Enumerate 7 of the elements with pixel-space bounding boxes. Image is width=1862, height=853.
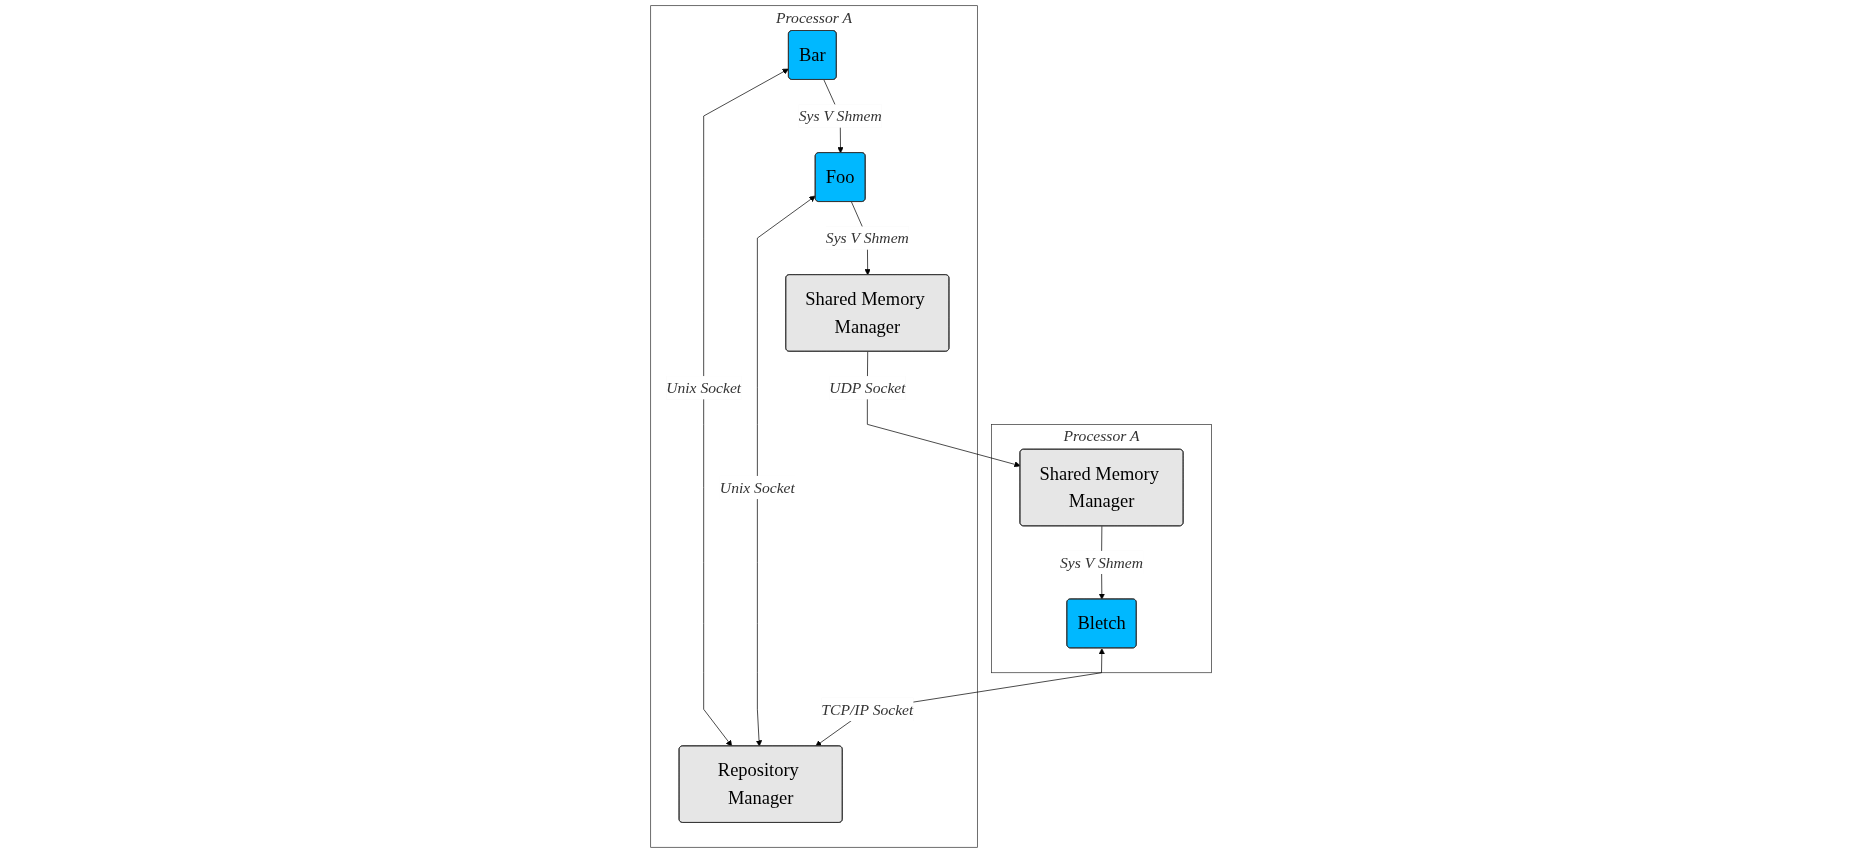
edge-label: Sys V Shmem [798,107,882,125]
edge-label: Unix Socket [719,478,795,497]
edge-label: Sys V Shmem [825,229,909,247]
edge-label: TCP/IP Socket [821,700,914,719]
edge-label: Unix Socket [666,378,742,397]
edge-label: UDP Socket [829,378,906,397]
edge-label: Sys V Shmem [1059,553,1143,572]
